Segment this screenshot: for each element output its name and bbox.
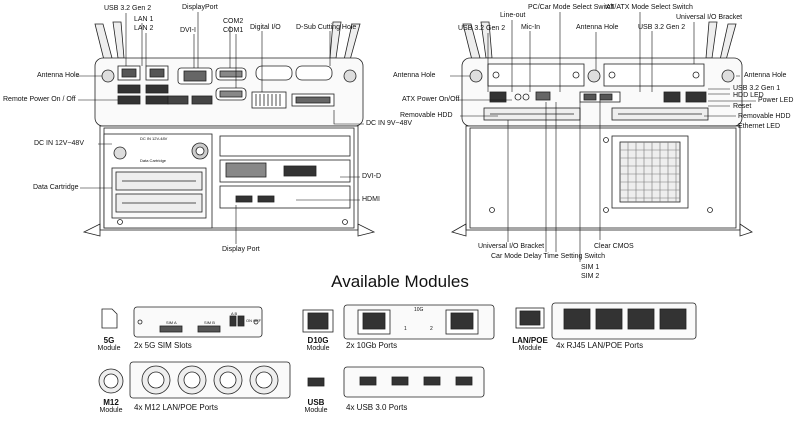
module-d10g-panel-10g: 10G <box>414 307 424 313</box>
label-dvi-d: DVI-D <box>362 173 382 180</box>
module-d10g-panel-1: 1 <box>404 326 407 332</box>
label-car-mode-delay: Car Mode Delay Time Setting Switch <box>491 253 605 260</box>
module-m12-sub: Module <box>99 407 123 414</box>
label-reset: Reset <box>733 103 752 110</box>
label-hdmi: HDMI <box>362 196 380 203</box>
label-data-cartridge: Data Cartridge <box>33 184 79 191</box>
front-chassis <box>82 21 376 237</box>
module-5g-sub: Module <box>97 345 121 352</box>
module-d10g-panel-2: 2 <box>430 326 433 332</box>
label-usb-gen2-rear-right: USB 3.2 Gen 2 <box>638 24 686 31</box>
module-usb-drawing <box>307 366 485 398</box>
label-usb-gen2: USB 3.2 Gen 2 <box>104 5 152 12</box>
label-digital-io: Digital I/O <box>250 24 281 31</box>
label-usb-gen2-rear-left: USB 3.2 Gen 2 <box>458 25 506 32</box>
module-lanpoe-sub: Module <box>518 345 542 352</box>
label-line-out: Line-out <box>500 12 526 19</box>
label-universal-io-top: Universal I/O Bracket <box>676 14 743 21</box>
label-at-atx-switch: AT/ATX Mode Select Switch <box>606 4 693 11</box>
module-d10g-drawing <box>302 304 495 340</box>
label-com2: COM2 <box>223 18 244 25</box>
module-d10g-caption: 2x 10Gb Ports <box>346 341 398 350</box>
label-antenna-hole-front: Antenna Hole <box>37 72 80 79</box>
module-usb-name: USB <box>307 398 325 407</box>
label-universal-io-bottom: Universal I/O Bracket <box>478 243 545 250</box>
label-display-port: Display Port <box>222 246 260 253</box>
leader-lines <box>76 12 756 262</box>
module-lanpoe-drawing <box>515 302 697 340</box>
module-usb-caption: 4x USB 3.0 Ports <box>346 403 408 412</box>
module-m12-caption: 4x M12 LAN/POE Ports <box>134 403 219 412</box>
label-sim2: SIM 2 <box>581 273 600 280</box>
module-5g-panel-sim-b: SIM B <box>204 320 215 325</box>
panel-text-dc-in: DC IN 12V-48V <box>140 136 168 141</box>
module-5g-drawing <box>101 306 263 338</box>
label-antenna-hole-rear-right: Antenna Hole <box>744 72 787 79</box>
label-antenna-hole-top: Antenna Hole <box>576 24 619 31</box>
module-5g-name: 5G <box>103 336 115 345</box>
label-com1: COM1 <box>223 27 244 34</box>
label-dvi-i: DVI-I <box>180 27 196 34</box>
label-usb-gen1: USB 3.2 Gen 1 <box>733 85 781 92</box>
module-lanpoe-name: LAN/POE <box>512 336 548 345</box>
label-removable-hdd-left: Removable HDD <box>400 112 453 119</box>
label-mic-in: Mic-In <box>521 24 541 31</box>
label-removable-hdd-right: Removable HDD <box>738 113 791 120</box>
label-sim1: SIM 1 <box>581 264 600 271</box>
module-lanpoe-caption: 4x RJ45 LAN/POE Ports <box>556 341 644 350</box>
modules-title: Available Modules <box>331 272 469 291</box>
label-power-led: Power LED <box>758 97 794 104</box>
panel-text-data-cartridge: Data Cartridge <box>140 158 167 163</box>
module-usb-sub: Module <box>304 407 328 414</box>
label-ethernet-led: Ethernet LED <box>738 123 781 130</box>
label-dc-in-12-48: DC IN 12V~48V <box>34 140 84 147</box>
label-lan1: LAN 1 <box>134 16 154 23</box>
module-5g-panel-onoff: ON OFF <box>246 318 262 323</box>
module-5g-panel-sim-a: SIM A <box>166 320 177 325</box>
label-remote-power: Remote Power On / Off <box>3 96 76 103</box>
label-dsub-hole: D-Sub Cutting Hole <box>296 24 357 31</box>
module-m12-name: M12 <box>103 398 119 407</box>
label-hdd-led: HDD LED <box>733 92 764 99</box>
rear-chassis <box>450 21 753 237</box>
module-5g-panel-ab: A B <box>231 311 238 316</box>
module-d10g-name: D10G <box>307 336 329 345</box>
label-pc-car-switch: PC/Car Mode Select Switch <box>528 4 615 11</box>
label-lan2: LAN 2 <box>134 25 154 32</box>
label-dc-in-9-48: DC IN 9V~48V <box>366 120 413 127</box>
module-5g-caption: 2x 5G SIM Slots <box>134 341 192 350</box>
module-m12-drawing <box>98 361 291 399</box>
label-displayport-top: DisplayPort <box>182 4 218 11</box>
label-clear-cmos: Clear CMOS <box>594 243 634 250</box>
module-d10g-sub: Module <box>306 345 330 352</box>
label-antenna-hole-rear-left: Antenna Hole <box>393 72 436 79</box>
label-atx-power: ATX Power On/Off <box>402 96 460 103</box>
